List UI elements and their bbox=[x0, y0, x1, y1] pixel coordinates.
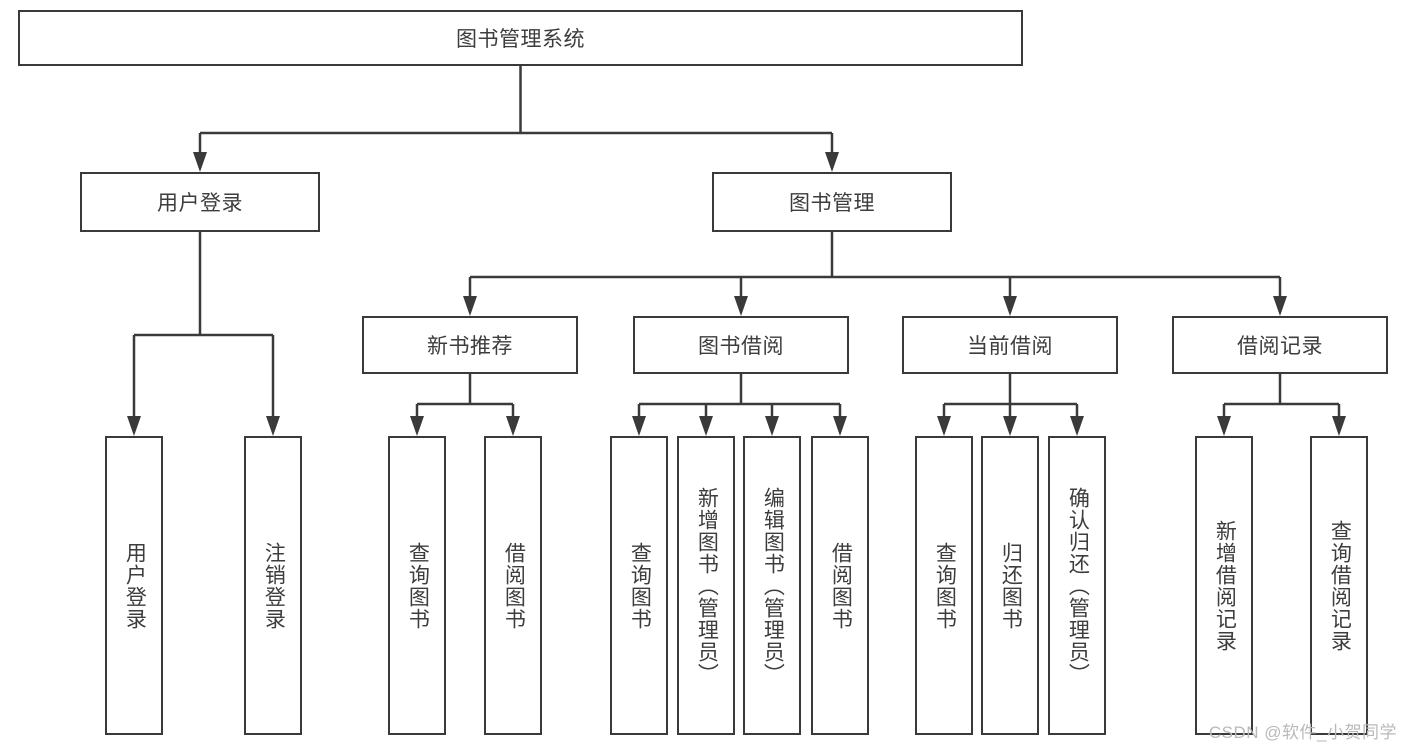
watermark-text: CSDN @软件_小贺同学 bbox=[1208, 723, 1397, 742]
node-label: 借阅图书 bbox=[502, 541, 526, 630]
node-cb-query-book: 查询图书 bbox=[915, 436, 973, 735]
node-bb-add-book: 新增图书（管理员） bbox=[677, 436, 735, 735]
node-label: 图书管理 bbox=[789, 192, 875, 215]
node-label: 借阅图书 bbox=[829, 541, 853, 630]
node-label: 编辑图书（管理员） bbox=[761, 486, 785, 685]
node-book-borrow: 图书借阅 bbox=[633, 316, 849, 374]
node-label: 图书借阅 bbox=[698, 335, 784, 358]
node-cb-return-book: 归还图书 bbox=[981, 436, 1039, 735]
node-label: 图书管理系统 bbox=[456, 28, 585, 51]
node-bb-edit-book: 编辑图书（管理员） bbox=[743, 436, 801, 735]
node-label: 用户登录 bbox=[123, 541, 147, 630]
node-label: 归还图书 bbox=[999, 541, 1023, 630]
node-cb-confirm-return: 确认归还（管理员） bbox=[1048, 436, 1106, 735]
node-user-login: 用户登录 bbox=[80, 172, 320, 232]
node-root: 图书管理系统 bbox=[18, 10, 1023, 66]
node-current-borrow: 当前借阅 bbox=[902, 316, 1118, 374]
node-br-query-record: 查询借阅记录 bbox=[1310, 436, 1368, 735]
node-label: 用户登录 bbox=[157, 192, 243, 215]
node-label: 确认归还（管理员） bbox=[1066, 486, 1090, 685]
node-nb-borrow-book: 借阅图书 bbox=[484, 436, 542, 735]
node-bb-query-book: 查询图书 bbox=[610, 436, 668, 735]
node-label: 新增借阅记录 bbox=[1213, 519, 1237, 652]
node-nb-query-book: 查询图书 bbox=[388, 436, 446, 735]
node-label: 查询图书 bbox=[628, 541, 652, 630]
node-label: 借阅记录 bbox=[1237, 335, 1323, 358]
node-leaf-user-login: 用户登录 bbox=[105, 436, 163, 735]
node-label: 当前借阅 bbox=[967, 335, 1053, 358]
node-bb-borrow-book: 借阅图书 bbox=[811, 436, 869, 735]
node-borrow-record: 借阅记录 bbox=[1172, 316, 1388, 374]
node-label: 注销登录 bbox=[262, 541, 286, 630]
node-label: 新增图书（管理员） bbox=[695, 486, 719, 685]
node-leaf-user-logout: 注销登录 bbox=[244, 436, 302, 735]
node-br-add-record: 新增借阅记录 bbox=[1195, 436, 1253, 735]
node-label: 新书推荐 bbox=[427, 335, 513, 358]
node-label: 查询借阅记录 bbox=[1328, 519, 1352, 652]
node-label: 查询图书 bbox=[933, 541, 957, 630]
node-label: 查询图书 bbox=[406, 541, 430, 630]
node-book-manage: 图书管理 bbox=[712, 172, 952, 232]
node-new-book-recommend: 新书推荐 bbox=[362, 316, 578, 374]
